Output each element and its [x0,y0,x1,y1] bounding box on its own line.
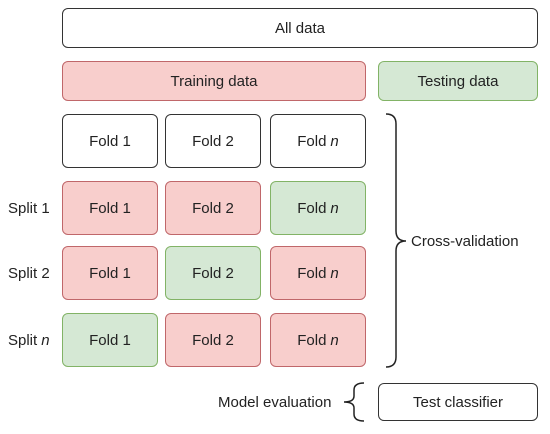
all-data-label: All data [274,19,326,37]
all-data-box: All data [62,8,538,48]
split-2-label: Split 2 [8,246,50,300]
split-1-fold-1-box: Fold 1 [62,181,158,235]
test-classifier-box: Test classifier [378,383,538,421]
cross-validation-brace [385,113,407,368]
split-1-fold-2-label: Fold 2 [192,199,234,217]
header-fold-1-box: Fold 1 [62,114,158,168]
cross-validation-text: Cross-validation [411,232,519,250]
split-2-fold-n-prefix: Fold [297,264,327,282]
test-classifier-label: Test classifier [412,393,504,411]
header-fold-1-label: Fold 1 [89,132,131,150]
split-2-fold-2-box: Fold 2 [165,246,261,300]
model-evaluation-brace [343,382,365,422]
split-n-fold-1-box: Fold 1 [62,313,158,367]
model-evaluation-text: Model evaluation [218,393,332,411]
header-fold-n-var: n [330,132,339,150]
split-1-fold-n-prefix: Fold [297,199,327,217]
split-1-fold-n-var: n [330,199,339,217]
split-n-fold-2-box: Fold 2 [165,313,261,367]
split-2-fold-1-label: Fold 1 [89,264,131,282]
split-1-fold-2-box: Fold 2 [165,181,261,235]
split-2-fold-2-label: Fold 2 [192,264,234,282]
split-n-fold-2-label: Fold 2 [192,331,234,349]
cross-validation-label: Cross-validation [411,229,519,253]
training-data-label: Training data [170,72,258,90]
testing-data-label: Testing data [417,72,499,90]
split-n-fold-1-label: Fold 1 [89,331,131,349]
split-1-text: Split 1 [8,199,50,217]
testing-data-box: Testing data [378,61,538,101]
split-n-prefix: Split [8,331,38,349]
split-1-fold-1-label: Fold 1 [89,199,131,217]
header-fold-2-box: Fold 2 [165,114,261,168]
split-1-label: Split 1 [8,181,50,235]
split-n-var: n [41,331,50,349]
split-2-text: Split 2 [8,264,50,282]
split-2-fold-n-var: n [330,264,339,282]
split-n-fold-n-prefix: Fold [297,331,327,349]
model-evaluation-label: Model evaluation [218,390,331,414]
header-fold-n-prefix: Fold [297,132,327,150]
header-fold-2-label: Fold 2 [192,132,234,150]
split-n-fold-n-var: n [330,331,339,349]
training-data-box: Training data [62,61,366,101]
split-2-fold-1-box: Fold 1 [62,246,158,300]
